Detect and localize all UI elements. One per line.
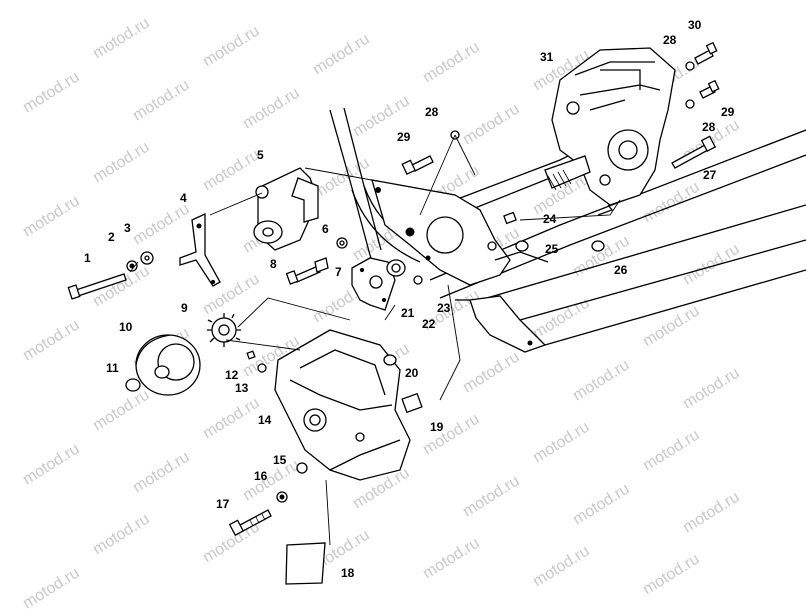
mounting-plate: [371, 179, 549, 286]
callout-12: 12: [225, 368, 239, 382]
callout-20: 20: [405, 366, 419, 380]
bolt-1: [67, 273, 127, 300]
callout-19: 19: [430, 420, 444, 434]
callout-8: 8: [270, 257, 277, 271]
callout-25: 25: [545, 242, 559, 256]
callout-26: 26: [614, 263, 628, 277]
callout-17: 17: [216, 497, 230, 511]
starter-motor: [253, 167, 319, 251]
callout-14: 14: [258, 413, 272, 427]
callout-16: 16: [254, 469, 268, 483]
decal-18: [285, 542, 326, 585]
nut-26: [591, 240, 605, 252]
guide-lines: [129, 134, 621, 546]
sprocket: [207, 313, 241, 347]
callout-23: 23: [437, 301, 451, 315]
washer-13: [257, 363, 267, 373]
washer-28-right: [685, 99, 695, 109]
callout-22: 22: [422, 317, 436, 331]
bracket: [179, 212, 221, 287]
washer-3: [140, 251, 154, 265]
callout-31: 31: [540, 50, 554, 64]
callout-6: 6: [322, 222, 329, 236]
bolt-27: [671, 135, 717, 169]
nut-25: [515, 240, 529, 252]
small-plate: [351, 257, 396, 311]
callout-28-right: 28: [702, 120, 716, 134]
callout-10: 10: [119, 320, 133, 334]
callout-21: 21: [401, 306, 415, 320]
bolt-29-left: [401, 155, 434, 175]
nut-20: [383, 354, 397, 366]
clip-11: [125, 378, 141, 392]
chain-case: [274, 329, 411, 481]
callout-18: 18: [341, 566, 355, 580]
callout-2: 2: [108, 230, 115, 244]
seal-21: [386, 259, 406, 277]
callout-9: 9: [181, 301, 188, 315]
callout-4: 4: [180, 191, 187, 205]
callout-29-left: 29: [397, 130, 411, 144]
spacer-19: [401, 392, 423, 414]
callout-27: 27: [703, 168, 717, 182]
callout-28-top: 28: [663, 33, 677, 47]
callout-3: 3: [124, 221, 131, 235]
callout-15: 15: [273, 453, 287, 467]
callout-11: 11: [106, 361, 119, 375]
nut-15: [296, 462, 308, 474]
callout-1: 1: [84, 251, 91, 265]
callout-24: 24: [543, 212, 557, 226]
bearing-22: [413, 275, 423, 285]
washer-6: [336, 237, 348, 249]
callout-5: 5: [257, 148, 264, 162]
clutch-pulley: [135, 334, 201, 396]
gearbox-housing: [544, 47, 676, 216]
callout-13: 13: [235, 381, 249, 395]
bolt-17: [228, 509, 272, 537]
washer-2: [126, 260, 138, 272]
bolt-30: [694, 41, 718, 65]
washer-28-top: [685, 61, 695, 71]
callout-30: 30: [688, 18, 702, 32]
callout-7: 7: [335, 265, 342, 279]
bolt-8: [285, 257, 329, 285]
callout-29-right: 29: [721, 105, 735, 119]
washer-16: [276, 491, 288, 503]
nut-24: [503, 211, 517, 225]
callout-28-left: 28: [425, 105, 439, 119]
bolt-29-right: [699, 79, 720, 99]
nut-12: [246, 350, 256, 360]
